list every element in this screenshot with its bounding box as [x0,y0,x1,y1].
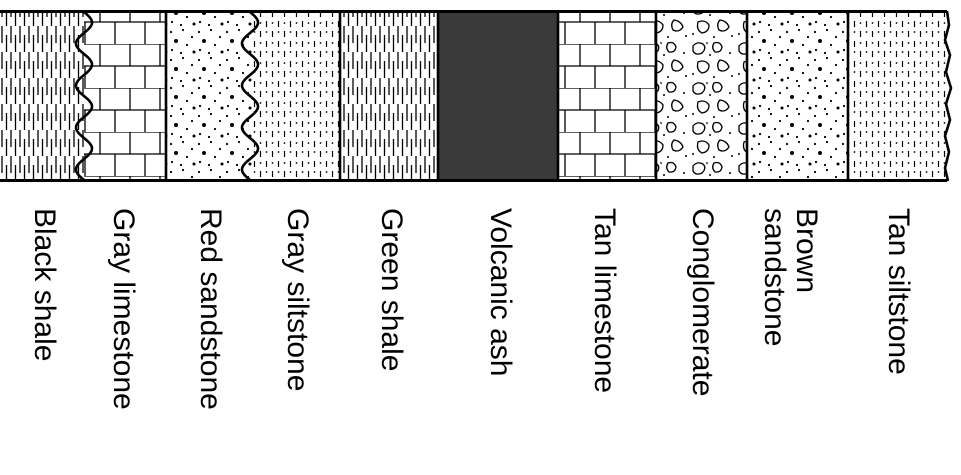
layer-gray-limestone [84,12,166,180]
label-tan-siltstone: Tan siltstone [882,208,915,375]
layer-volcanic-ash [438,12,558,180]
label-volcanic-ash: Volcanic ash [484,208,517,377]
layer-brown-sandstone [747,12,848,180]
layer-green-shale [340,12,438,180]
label-green-shale: Green shale [375,208,408,372]
layer-black-shale [0,12,84,180]
label-conglomerate: Conglomerate [686,208,719,397]
layer-red-sandstone [166,12,252,180]
edge-mask [945,0,961,190]
label-tan-limestone: Tan limestone [588,208,621,394]
label-gray-siltstone: Gray siltstone [281,208,314,392]
layer-dividers [164,12,850,180]
label-gray-limestone: Gray limestone [107,208,140,410]
label-red-sandstone: Red sandstone [194,208,227,410]
unconformity-wavy-line [74,11,94,181]
layer-gray-siltstone [252,12,340,180]
layer-tan-limestone [558,12,656,180]
layer-fills [0,12,955,180]
layer-conglomerate [656,12,747,180]
layer-tan-siltstone [848,12,955,180]
label-brown-sandstone: Brown sandstone [758,208,823,347]
label-black-shale: Black shale [28,208,61,362]
column-broken-right-edge [943,10,953,182]
rock-column [0,0,961,190]
unconformity-wavy-line [240,11,260,181]
